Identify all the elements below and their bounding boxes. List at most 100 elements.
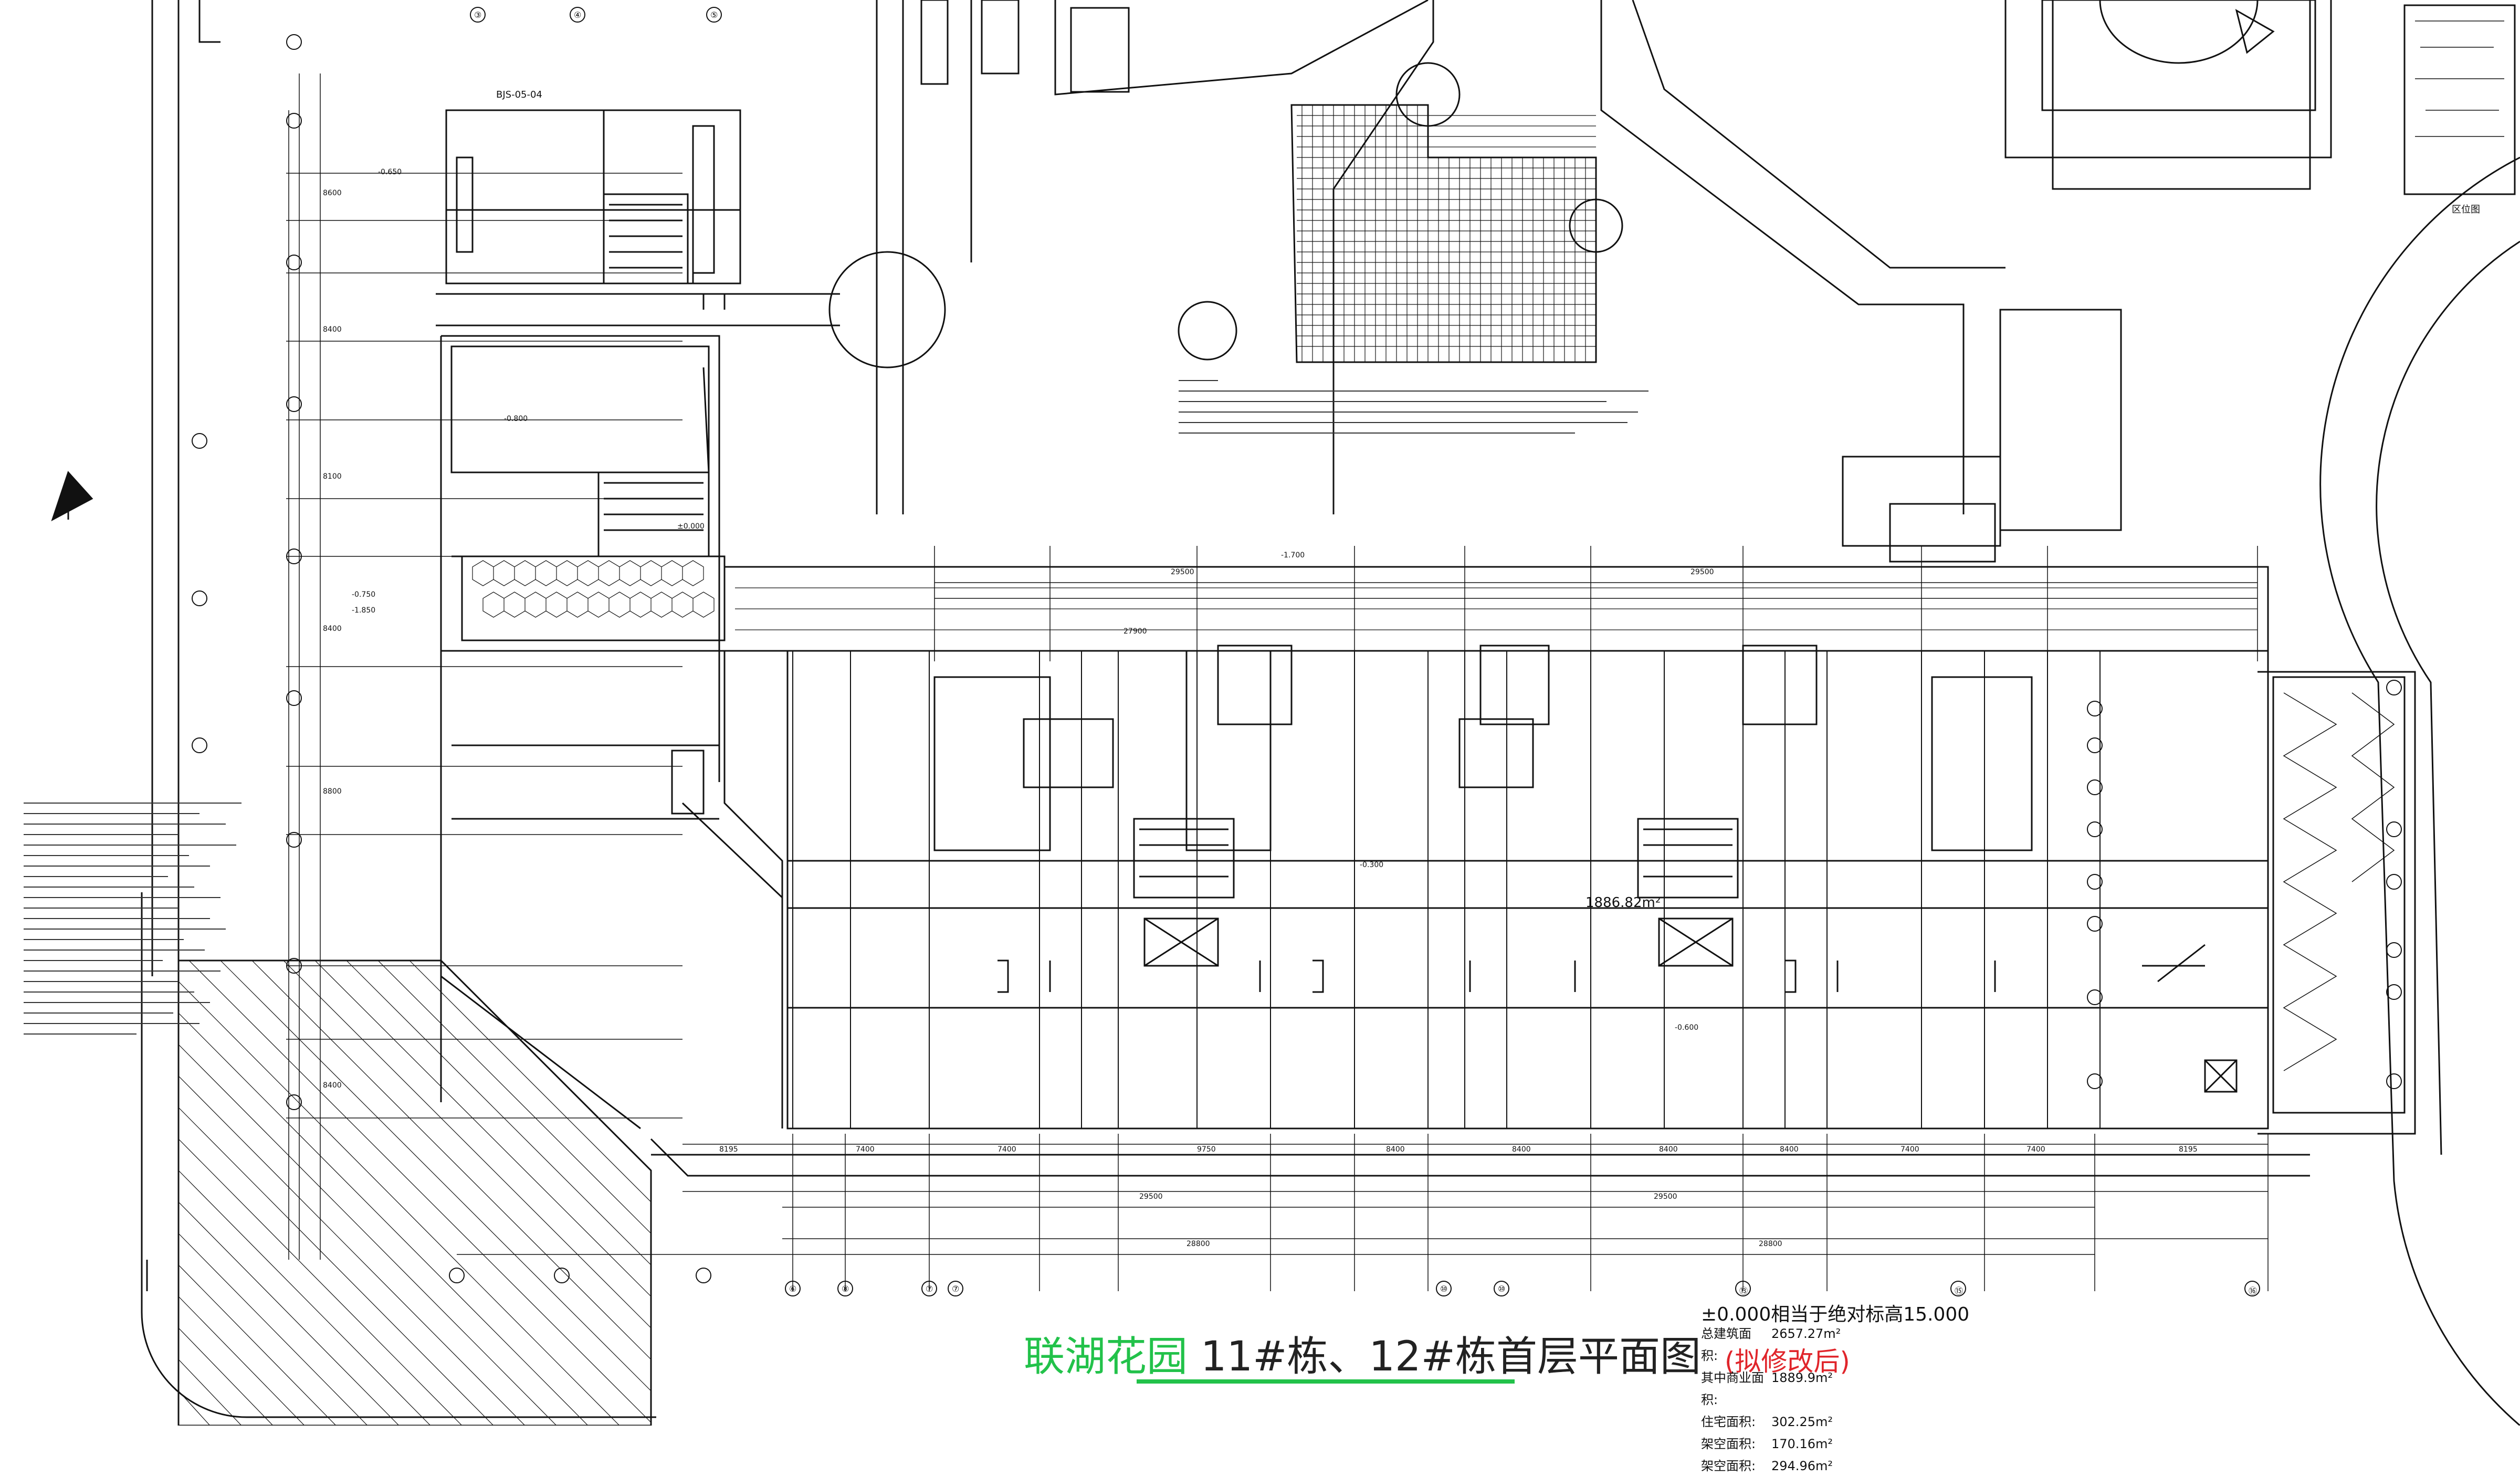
axis-bottom-1: ⑥	[789, 1284, 797, 1294]
axis-bottom-5: ⑩	[1440, 1284, 1448, 1294]
site-plaza	[1178, 301, 1237, 361]
revision-note: (拟修改后)	[1724, 1346, 1850, 1377]
axis-bottom-9: ⑯	[2249, 1286, 2258, 1296]
dim-bottom-7: 8400	[1659, 1145, 1678, 1154]
site-road	[876, 0, 904, 514]
dim-bottom-1: 8195	[719, 1145, 738, 1154]
site-plaza	[828, 251, 946, 368]
dim-bottom-8: 8400	[1780, 1145, 1799, 1154]
area-row: 架空面积:170.16m²	[1701, 1433, 1841, 1455]
axis-bottom-8: ⑮	[1955, 1286, 1964, 1296]
building-upper-left-stair	[603, 193, 689, 284]
area-value: 302.25m²	[1771, 1415, 1833, 1429]
site-planter	[920, 0, 949, 85]
site-road	[1054, 0, 1429, 96]
dim-bottom-5: 8400	[1386, 1145, 1405, 1154]
axis-top-1: ③	[474, 10, 482, 20]
floor-area-label: 1886.82m²	[1586, 895, 1661, 911]
drawing-title: 联湖花园 11#栋、12#栋首层平面图 (拟修改后)	[1024, 1333, 1850, 1385]
dim-bottom-4: 9750	[1197, 1145, 1216, 1154]
site-road	[1600, 0, 1965, 514]
area-value: 1889.9m²	[1771, 1370, 1833, 1385]
building-upper-left	[445, 109, 741, 284]
area-row: 其中商业面积: 1889.9m²	[1701, 1367, 1841, 1411]
area-table: 总建筑面积: 2657.27m² 其中商业面积: 1889.9m² 住宅面积:302…	[1701, 1323, 1841, 1477]
site-block	[1842, 456, 2001, 547]
building-middle-left	[440, 335, 720, 1102]
axis-top-3: ⑤	[710, 10, 718, 20]
elevation-note: ±0.000相当于绝对标高15.000	[1701, 1304, 1970, 1325]
dim-top-3: 29500	[1690, 568, 1714, 576]
area-label: 架空面积:	[1701, 1437, 1756, 1451]
dim-bottom-11: 8195	[2179, 1145, 2198, 1154]
site-arc	[2319, 156, 2520, 1426]
general-notes	[24, 803, 242, 1035]
dim-bottom-3: 7400	[998, 1145, 1016, 1154]
site-block	[2004, 0, 2332, 159]
dim-left-6: 8400	[323, 1081, 342, 1090]
north-arrow-icon	[51, 471, 93, 522]
area-value: 294.96m²	[1771, 1459, 1833, 1473]
area-label: 其中商业面积:	[1701, 1370, 1764, 1407]
site-block	[1999, 309, 2122, 531]
hatched-zone	[177, 959, 652, 1426]
dim-top-2: 27900	[1124, 627, 1147, 636]
site-arc	[2376, 240, 2520, 1155]
dim-total-3: 29500	[1654, 1193, 1677, 1201]
dim-bottom-9: 7400	[1900, 1145, 1919, 1154]
title-underline	[1137, 1379, 1515, 1384]
axis-bottom-4: ⑦	[952, 1284, 960, 1294]
curved-road	[141, 892, 656, 1418]
sports-court	[2041, 0, 2316, 111]
paved-square	[1290, 104, 1597, 363]
dim-total-2: 29500	[1139, 1193, 1163, 1201]
sports-court	[2099, 0, 2259, 64]
floor-plan-drawing	[51, 0, 2520, 1426]
level-5: -0.600	[1675, 1024, 1699, 1032]
level-1: -0.650	[378, 168, 402, 176]
area-row: 总建筑面积: 2657.27m²	[1701, 1323, 1841, 1367]
area-label: 总建筑面积:	[1701, 1326, 1751, 1363]
site-planter	[1070, 7, 1130, 93]
dim-left-4: 8400	[323, 625, 342, 633]
elevator	[1658, 917, 1734, 967]
design-notes	[1179, 380, 1648, 434]
elevator	[1143, 917, 1219, 967]
level-3: -0.750	[352, 590, 376, 599]
dim-total-4: 28800	[1759, 1240, 1782, 1248]
dim-left-2: 8400	[323, 325, 342, 334]
level-6: ±0.000	[677, 522, 705, 531]
dim-top-1: 29500	[1171, 568, 1194, 576]
dim-left-5: 8800	[323, 787, 342, 796]
site-planter	[981, 0, 1020, 75]
area-row: 住宅面积:302.25m²	[1701, 1411, 1841, 1433]
site-block	[1889, 503, 1996, 563]
project-name: 联湖花园	[1024, 1333, 1188, 1380]
site-road	[1632, 0, 2006, 269]
right-stair-building	[2258, 671, 2416, 1135]
level-4: -1.850	[352, 606, 376, 615]
left-road	[198, 0, 220, 43]
axis-bottom-3: ⑦	[926, 1284, 933, 1294]
axis-bottom-6: ⑩	[1498, 1284, 1506, 1294]
area-value: 2657.27m²	[1771, 1326, 1841, 1341]
area-row: 架空面积: 294.96m²	[1701, 1455, 1841, 1477]
level-2: -0.800	[504, 415, 528, 423]
axis-bottom-7: ⑬	[1739, 1286, 1748, 1296]
stair-core	[1637, 818, 1739, 899]
dim-bottom-6: 8400	[1512, 1145, 1531, 1154]
dim-total-1: 28800	[1186, 1240, 1210, 1248]
axis-top-2: ④	[574, 10, 582, 20]
building-lower-left	[440, 650, 783, 1130]
area-label: 架空面积:	[1701, 1459, 1756, 1473]
location-map-label: 区位图	[2452, 204, 2480, 215]
site-block	[2052, 0, 2311, 190]
dim-left-1: 8600	[323, 189, 342, 197]
hex-paving	[461, 555, 726, 641]
level-8: -1.700	[1281, 551, 1305, 560]
dim-left-3: 8100	[323, 472, 342, 481]
axis-bottom-2: ⑧	[842, 1284, 849, 1294]
dim-bottom-10: 7400	[2026, 1145, 2045, 1154]
level-7: -0.300	[1360, 861, 1384, 869]
stair-core	[1133, 818, 1235, 899]
